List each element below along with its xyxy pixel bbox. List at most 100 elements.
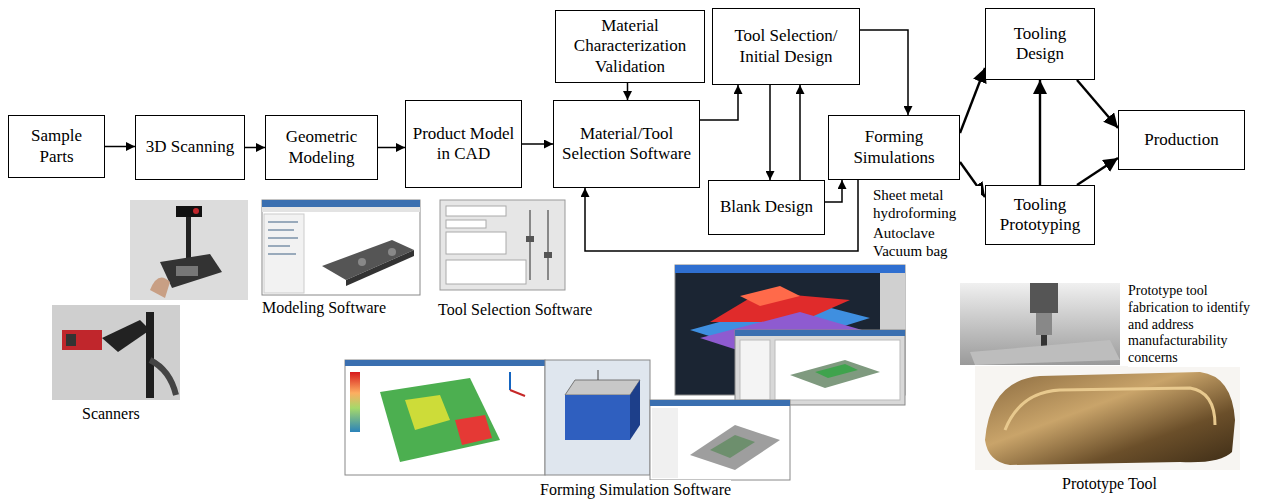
prototype-tool-photo bbox=[985, 372, 1235, 465]
simulation-screenshot bbox=[545, 360, 650, 475]
process-box: Blank Design bbox=[708, 180, 825, 235]
modeling-software-screenshot bbox=[262, 207, 420, 212]
modeling-software-screenshot bbox=[262, 200, 420, 295]
tool-selection-screenshot bbox=[547, 210, 549, 280]
box-label: Material/Tool Selection Software bbox=[560, 124, 693, 164]
simulation-screenshot bbox=[630, 380, 640, 440]
box-label: Material Characterization Validation bbox=[562, 16, 698, 76]
modeling-software-screenshot bbox=[268, 237, 298, 239]
tool-selection-screenshot bbox=[440, 200, 565, 290]
flow-arrow bbox=[1039, 80, 1041, 185]
prototype-tool-photo bbox=[975, 366, 1240, 470]
simulation-screenshot bbox=[815, 364, 858, 378]
simulation-screenshot bbox=[650, 400, 790, 406]
box-label: Tooling Prototyping bbox=[992, 195, 1088, 235]
scanner-photo bbox=[52, 305, 180, 400]
simulation-screenshot bbox=[598, 370, 599, 380]
caption-label: Sheet metal hydroforming bbox=[873, 186, 981, 222]
caption-label: Tool Selection Software bbox=[438, 300, 592, 319]
simulation-screenshot bbox=[509, 372, 511, 390]
caption-label: Modeling Software bbox=[262, 298, 386, 317]
scanner-photo bbox=[146, 312, 154, 398]
simulation-screenshot bbox=[710, 435, 755, 458]
simulation-screenshot bbox=[380, 378, 500, 462]
scanner-photo bbox=[102, 320, 150, 352]
flow-arrow bbox=[522, 143, 553, 145]
simulation-screenshot bbox=[545, 360, 650, 475]
flow-arrow bbox=[627, 83, 629, 100]
process-box: Tool Selection/ Initial Design bbox=[712, 8, 860, 85]
modeling-software-screenshot bbox=[268, 229, 294, 231]
simulation-screenshot bbox=[455, 415, 492, 445]
simulation-screenshot bbox=[740, 340, 770, 400]
caption-label: Scanners bbox=[82, 404, 140, 423]
tool-selection-screenshot bbox=[544, 252, 552, 258]
modeling-software-screenshot bbox=[388, 248, 396, 256]
process-box: Tooling Prototyping bbox=[985, 185, 1095, 245]
process-box: Production bbox=[1118, 110, 1245, 170]
process-box: 3D Scanning bbox=[135, 115, 245, 180]
simulation-screenshot bbox=[690, 425, 780, 470]
milling-photo bbox=[1036, 313, 1052, 335]
flow-arrow bbox=[105, 146, 135, 148]
flow-arrow bbox=[860, 30, 908, 115]
simulation-screenshot bbox=[675, 265, 905, 273]
scanner-photo bbox=[150, 360, 176, 395]
modeling-software-screenshot bbox=[262, 200, 420, 207]
flow-arrow bbox=[1077, 158, 1118, 185]
process-box: Material/Tool Selection Software bbox=[553, 100, 700, 188]
prototype-tool-photo bbox=[1005, 388, 1215, 430]
box-label: Forming Simulations bbox=[835, 127, 953, 167]
process-box: Material Characterization Validation bbox=[555, 10, 705, 83]
simulation-screenshot bbox=[345, 360, 545, 475]
simulation-screenshot bbox=[650, 400, 790, 480]
scanner-photo bbox=[176, 266, 198, 276]
scanner-photo bbox=[193, 208, 199, 214]
simulation-screenshot bbox=[652, 408, 678, 478]
caption-label: Vacuum bag bbox=[873, 242, 948, 260]
tool-selection-screenshot bbox=[446, 220, 486, 228]
simulation-screenshot bbox=[345, 360, 545, 475]
flow-arrow bbox=[769, 85, 771, 180]
scanner-photo bbox=[176, 206, 202, 217]
box-label: 3D Scanning bbox=[146, 137, 234, 157]
box-label: Tooling Design bbox=[992, 24, 1088, 64]
flow-arrow bbox=[960, 68, 985, 133]
milling-photo bbox=[960, 283, 1120, 365]
caption-label: Prototype Tool bbox=[1062, 474, 1157, 493]
simulation-screenshot bbox=[735, 330, 905, 405]
process-box: Tooling Design bbox=[985, 8, 1095, 80]
box-label: Production bbox=[1144, 130, 1219, 150]
box-label: Blank Design bbox=[720, 197, 813, 217]
box-label: Sample Parts bbox=[15, 126, 98, 166]
flow-arrow bbox=[585, 180, 858, 251]
prototype-tool-photo bbox=[975, 366, 1240, 470]
simulation-screenshot bbox=[510, 390, 525, 396]
simulation-screenshot bbox=[735, 330, 905, 336]
flow-arrow bbox=[245, 147, 265, 149]
tool-selection-screenshot bbox=[440, 200, 565, 290]
simulation-screenshot bbox=[735, 330, 905, 405]
tool-selection-screenshot bbox=[529, 210, 531, 280]
modeling-software-screenshot bbox=[262, 200, 420, 295]
flow-arrow bbox=[1077, 80, 1118, 128]
modeling-software-screenshot bbox=[268, 253, 296, 255]
caption-label: Prototype tool fabrication to identify a… bbox=[1128, 283, 1256, 367]
tool-selection-screenshot bbox=[446, 232, 506, 254]
flow-arrow bbox=[700, 85, 738, 120]
scanner-photo bbox=[130, 200, 248, 300]
tool-selection-screenshot bbox=[446, 260, 526, 284]
process-box: Sample Parts bbox=[8, 115, 105, 178]
milling-photo bbox=[960, 283, 1120, 365]
simulation-screenshot bbox=[790, 360, 880, 388]
scanner-photo bbox=[62, 330, 102, 350]
caption-label: Autoclave bbox=[873, 224, 935, 242]
scanner-photo bbox=[186, 214, 191, 264]
milling-photo bbox=[1030, 283, 1058, 313]
simulation-screenshot bbox=[775, 340, 900, 400]
modeling-software-screenshot bbox=[268, 245, 290, 247]
simulation-screenshot bbox=[345, 360, 545, 366]
simulation-screenshot bbox=[740, 286, 800, 306]
milling-photo bbox=[970, 340, 1120, 365]
flow-arrow bbox=[799, 85, 801, 180]
